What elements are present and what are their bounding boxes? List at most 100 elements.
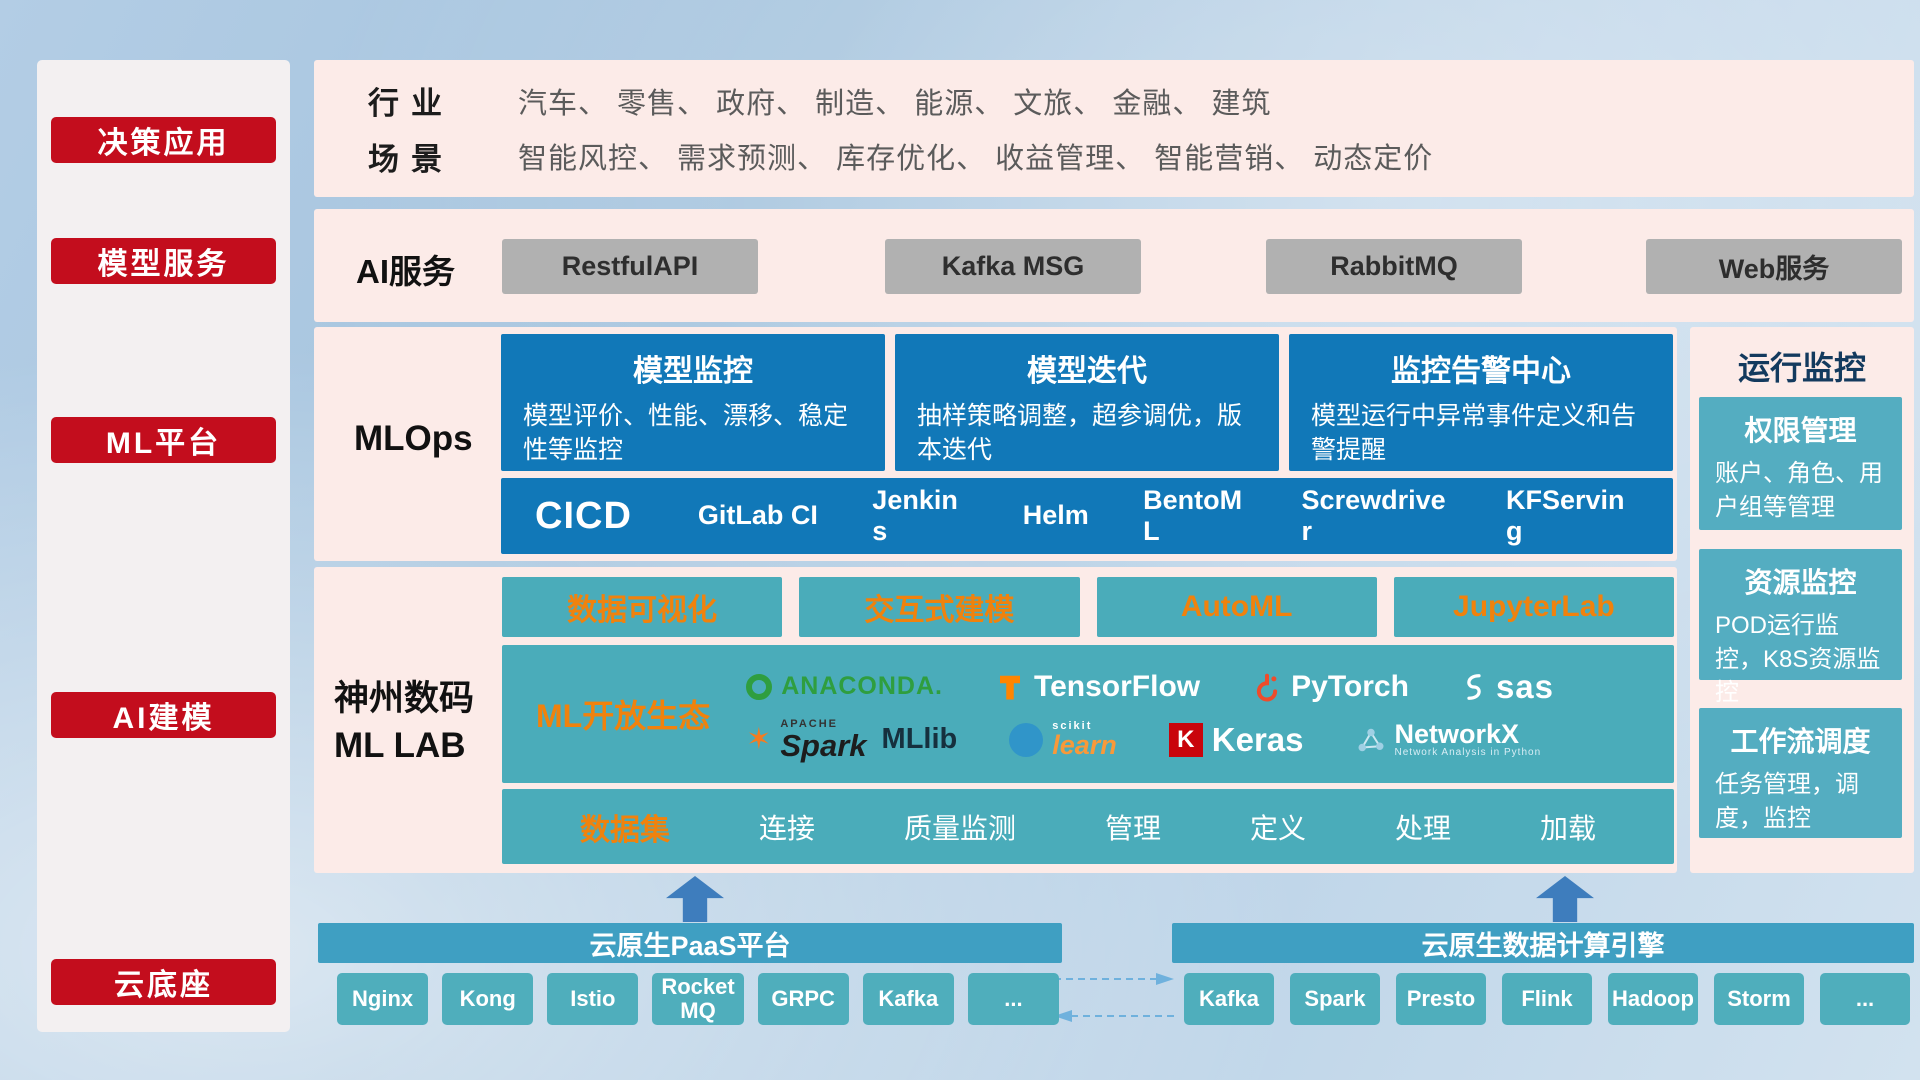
keras-logo: K Keras xyxy=(1168,720,1304,759)
chip-kafka[interactable]: Kafka xyxy=(862,973,954,1025)
up-arrow-right xyxy=(1536,876,1594,922)
model-monitoring-card: 模型监控 模型评价、性能、漂移、稳定性等监控 xyxy=(501,334,885,471)
chip-kafka-2[interactable]: Kafka xyxy=(1184,973,1274,1025)
card-desc: 账户、角色、用户组等管理 xyxy=(1715,460,1883,521)
runtime-monitor-panel: 运行监控 权限管理 账户、角色、用户组等管理 资源监控 POD运行监控，K8S资… xyxy=(1690,327,1914,873)
chip-presto[interactable]: Presto xyxy=(1396,973,1486,1025)
dataset-item-connect: 连接 xyxy=(758,812,815,844)
mllab-label-line1: 神州数码 xyxy=(334,679,475,718)
card-title: 模型监控 xyxy=(633,355,753,388)
left-nav: 决策应用 模型服务 ML平台 AI建模 云底座 xyxy=(37,60,290,1032)
cicd-title: CICD xyxy=(535,494,632,537)
mlops-cards: 模型监控 模型评价、性能、漂移、稳定性等监控 模型迭代 抽样策略调整，超参调优，… xyxy=(501,334,1673,471)
data-compute-engine-header: 云原生数据计算引擎 xyxy=(1172,923,1914,963)
scenario-label: 场景 xyxy=(368,141,454,177)
automl-button[interactable]: AutoML xyxy=(1096,577,1377,637)
monitor-panel-title: 运行监控 xyxy=(1737,350,1866,386)
pytorch-logo: PyTorch xyxy=(1252,670,1409,704)
spark-star-icon: ✶ xyxy=(746,722,772,756)
chip-rocketmq[interactable]: RocketMQ xyxy=(652,973,744,1025)
card-title: 模型迭代 xyxy=(1027,355,1147,388)
chip-grpc[interactable]: GRPC xyxy=(757,973,849,1025)
permission-management-card: 权限管理 账户、角色、用户组等管理 xyxy=(1699,397,1902,530)
chip-storm[interactable]: Storm xyxy=(1714,973,1804,1025)
cicd-item-kfserving: KFServing xyxy=(1505,484,1625,546)
industry-label: 行业 xyxy=(368,86,454,122)
networkx-logo: NetworkX Network Analysis in Python xyxy=(1356,721,1542,758)
spark-text: Spark xyxy=(780,727,867,763)
chip-more[interactable]: ... xyxy=(967,973,1059,1025)
dataset-item-load: 加载 xyxy=(1539,812,1596,844)
scikit-text: scikit xyxy=(1052,719,1093,732)
paas-chip-row: Nginx Kong Istio RocketMQ GRPC Kafka ... xyxy=(337,973,1059,1025)
keras-text: Keras xyxy=(1211,720,1304,758)
restful-api-button[interactable]: RestfulAPI xyxy=(502,239,758,294)
mllab-band: 神州数码 ML LAB 数据可视化 交互式建模 AutoML JupyterLa… xyxy=(314,567,1677,873)
dataset-item-quality: 质量监测 xyxy=(903,812,1016,844)
sidebar-item-ml-platform[interactable]: ML平台 xyxy=(51,417,276,463)
ml-open-ecosystem: ML开放生态 ANACONDA. TensorFlow xyxy=(502,645,1674,783)
networkx-icon xyxy=(1358,728,1384,751)
chip-nginx[interactable]: Nginx xyxy=(337,973,429,1025)
sas-text: sas xyxy=(1495,667,1554,705)
sidebar-item-cloud-base[interactable]: 云底座 xyxy=(51,959,276,1005)
web-service-button[interactable]: Web服务 xyxy=(1646,239,1902,294)
kafka-msg-button[interactable]: Kafka MSG xyxy=(885,239,1141,294)
card-desc: 模型评价、性能、漂移、稳定性等监控 xyxy=(523,402,849,464)
anaconda-logo: ANACONDA. xyxy=(746,672,943,701)
cicd-item-jenkins: Jenkins xyxy=(872,484,958,546)
tensorflow-text: TensorFlow xyxy=(1034,669,1201,703)
anaconda-text: ANACONDA. xyxy=(781,672,943,700)
mllib-text: MLlib xyxy=(881,723,958,755)
eco-label: ML开放生态 xyxy=(536,698,711,734)
sas-icon xyxy=(1467,673,1481,700)
tensorflow-icon xyxy=(1000,675,1020,699)
chip-kong[interactable]: Kong xyxy=(442,973,534,1025)
cicd-bar: CICD GitLab CI Jenkins Helm BentoML Scre… xyxy=(501,478,1673,554)
alert-center-card: 监控告警中心 模型运行中异常事件定义和告警提醒 xyxy=(1289,334,1673,471)
eco-logo-grid: ANACONDA. TensorFlow PyTorch xyxy=(746,668,1674,761)
chip-hadoop[interactable]: Hadoop xyxy=(1608,973,1698,1025)
card-desc: 模型运行中异常事件定义和告警提醒 xyxy=(1311,402,1637,464)
dataset-item-manage: 管理 xyxy=(1104,812,1161,844)
dashed-arrow-right-head xyxy=(1156,973,1174,985)
dashed-arrow-left-head xyxy=(1054,1010,1072,1022)
eco-logo-row-1: ANACONDA. TensorFlow PyTorch xyxy=(746,668,1674,706)
card-desc: 抽样策略调整，超参调优，版本迭代 xyxy=(917,402,1243,464)
model-iteration-card: 模型迭代 抽样策略调整，超参调优，版本迭代 xyxy=(895,334,1279,471)
sidebar-item-model-service[interactable]: 模型服务 xyxy=(51,238,276,284)
resource-monitor-card: 资源监控 POD运行监控，K8S资源监控 xyxy=(1699,549,1902,706)
pytorch-text: PyTorch xyxy=(1291,669,1409,703)
mlops-band: MLOps 模型监控 模型评价、性能、漂移、稳定性等监控 模型迭代 抽样策略调整… xyxy=(314,327,1677,561)
dataset-label: 数据集 xyxy=(580,813,670,847)
learn-text: learn xyxy=(1052,729,1117,760)
dataset-item-define: 定义 xyxy=(1249,812,1306,844)
industry-list: 汽车、 零售、 政府、 制造、 能源、 文旅、 金融、 建筑 xyxy=(518,87,1272,120)
rabbitmq-button[interactable]: RabbitMQ xyxy=(1266,239,1522,294)
cicd-item-bentoml: BentoML xyxy=(1143,484,1243,546)
data-visualization-button[interactable]: 数据可视化 xyxy=(502,577,783,637)
cicd-item-screwdriver: Screwdriver xyxy=(1301,484,1446,546)
scikit-learn-icon xyxy=(1009,722,1044,757)
tensorflow-logo: TensorFlow xyxy=(995,670,1200,704)
chip-flink[interactable]: Flink xyxy=(1502,973,1592,1025)
dataset-item-process: 处理 xyxy=(1394,812,1451,844)
mllab-label: 神州数码 ML LAB xyxy=(334,675,474,770)
keras-icon: K xyxy=(1168,722,1203,757)
sidebar-item-decision-apps[interactable]: 决策应用 xyxy=(51,117,276,163)
scikit-learn-logo: scikit learn xyxy=(1009,719,1117,760)
cicd-item-helm: Helm xyxy=(1022,500,1089,531)
chip-more-2[interactable]: ... xyxy=(1820,973,1910,1025)
interactive-modeling-button[interactable]: 交互式建模 xyxy=(799,577,1080,637)
card-desc: POD运行监控，K8S资源监控 xyxy=(1715,612,1881,707)
pytorch-icon xyxy=(1257,673,1278,701)
apache-text: APACHE xyxy=(780,717,838,730)
chip-istio[interactable]: Istio xyxy=(547,973,639,1025)
card-title: 监控告警中心 xyxy=(1391,355,1571,388)
sidebar-item-ai-modeling[interactable]: AI建模 xyxy=(51,692,276,738)
jupyterlab-button[interactable]: JupyterLab xyxy=(1393,577,1674,637)
scenario-list: 智能风控、 需求预测、 库存优化、 收益管理、 智能营销、 动态定价 xyxy=(518,143,1434,176)
industry-scenario-band: 行业 汽车、 零售、 政府、 制造、 能源、 文旅、 金融、 建筑 场景 智能风… xyxy=(314,60,1914,197)
chip-spark[interactable]: Spark xyxy=(1290,973,1380,1025)
